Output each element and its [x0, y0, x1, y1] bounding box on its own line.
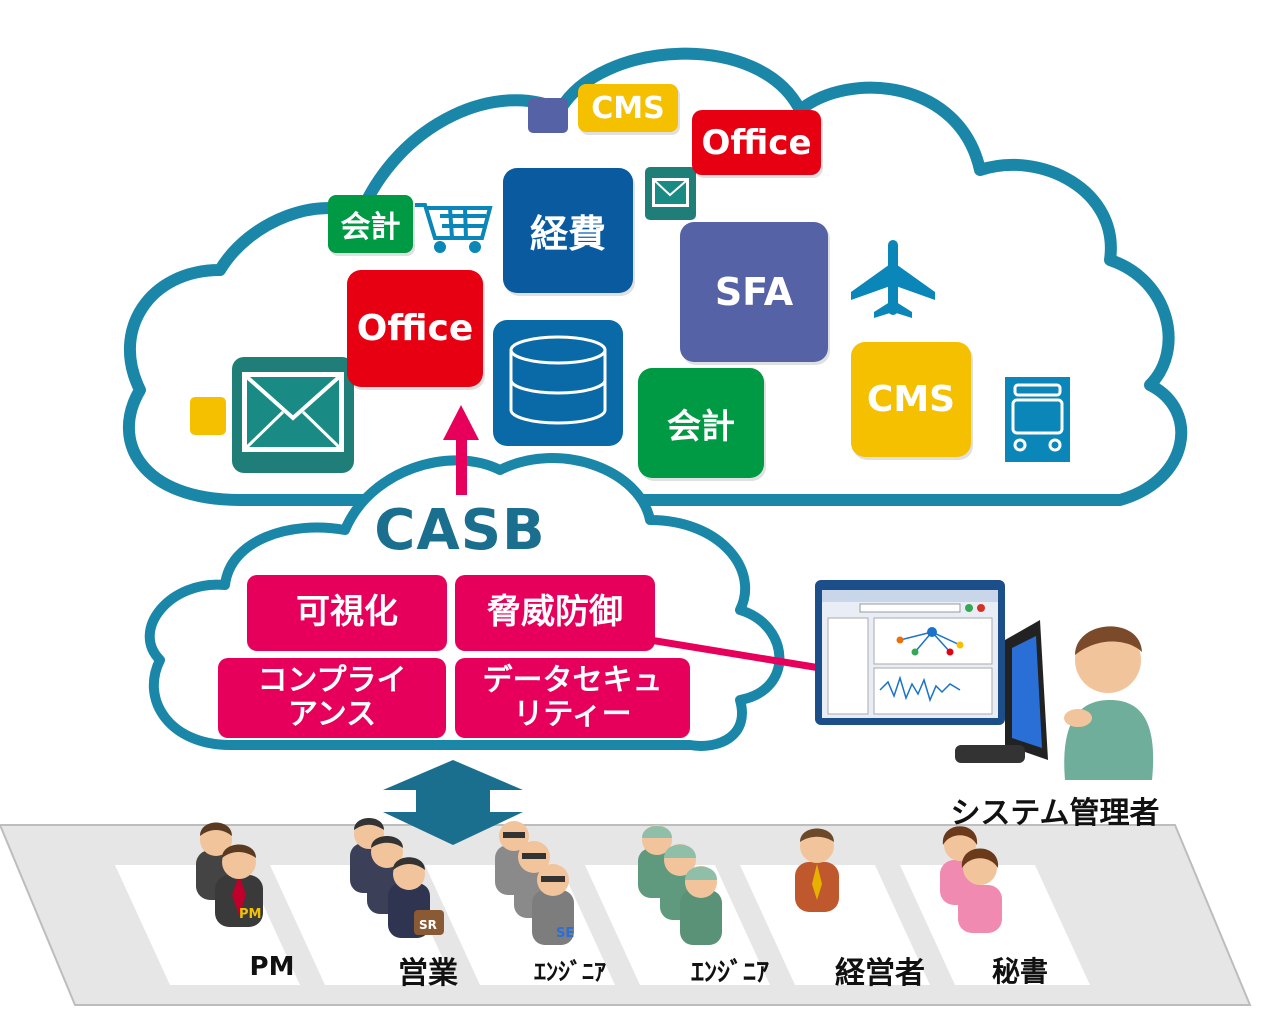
- square-icon: [528, 98, 568, 133]
- bidirectional-arrow: [383, 760, 523, 845]
- app-tile-cms-small: CMS: [578, 84, 678, 132]
- user-label-pm: PM: [249, 952, 295, 982]
- app-tile-expense: 経費: [503, 168, 633, 293]
- train-icon: [1005, 377, 1070, 462]
- airplane-icon: [851, 240, 935, 318]
- user-label-sales: 営業: [398, 956, 458, 991]
- app-tile-office-large: Office: [347, 270, 483, 387]
- user-label-engineer-1: ｴﾝｼﾞﾆｱ: [534, 958, 606, 986]
- app-tile-accounting-large: 会計: [638, 368, 764, 478]
- app-tile-accounting-small: 会計: [328, 195, 413, 253]
- mail-icon: [232, 357, 354, 473]
- envelope-icon: [645, 167, 696, 220]
- square-icon: [190, 397, 226, 435]
- feature-compliance: コンプライ アンス: [218, 658, 446, 738]
- app-tile-office-small: Office: [692, 110, 821, 175]
- app-tile-cms-large: CMS: [851, 342, 971, 457]
- app-tile-sfa: SFA: [680, 222, 828, 362]
- user-label-secretary: 秘書: [991, 955, 1048, 988]
- admin-label: システム管理者: [950, 796, 1160, 831]
- feature-data-security: データセキュ リティー: [455, 658, 690, 738]
- database-icon: [493, 320, 623, 446]
- user-label-executive: 経営者: [835, 956, 925, 991]
- user-label-engineer-2: ｴﾝｼﾞﾆｱ: [690, 958, 769, 988]
- feature-threat-protection: 脅威防御: [455, 575, 655, 651]
- casb-title: CASB: [374, 498, 546, 563]
- admin-connector: [646, 636, 824, 672]
- admin-monitor: [815, 580, 1048, 763]
- shopping-cart-icon: [415, 203, 493, 253]
- access-arrow: [443, 405, 479, 495]
- feature-visibility: 可視化: [247, 575, 447, 651]
- admin-person: [1064, 626, 1154, 780]
